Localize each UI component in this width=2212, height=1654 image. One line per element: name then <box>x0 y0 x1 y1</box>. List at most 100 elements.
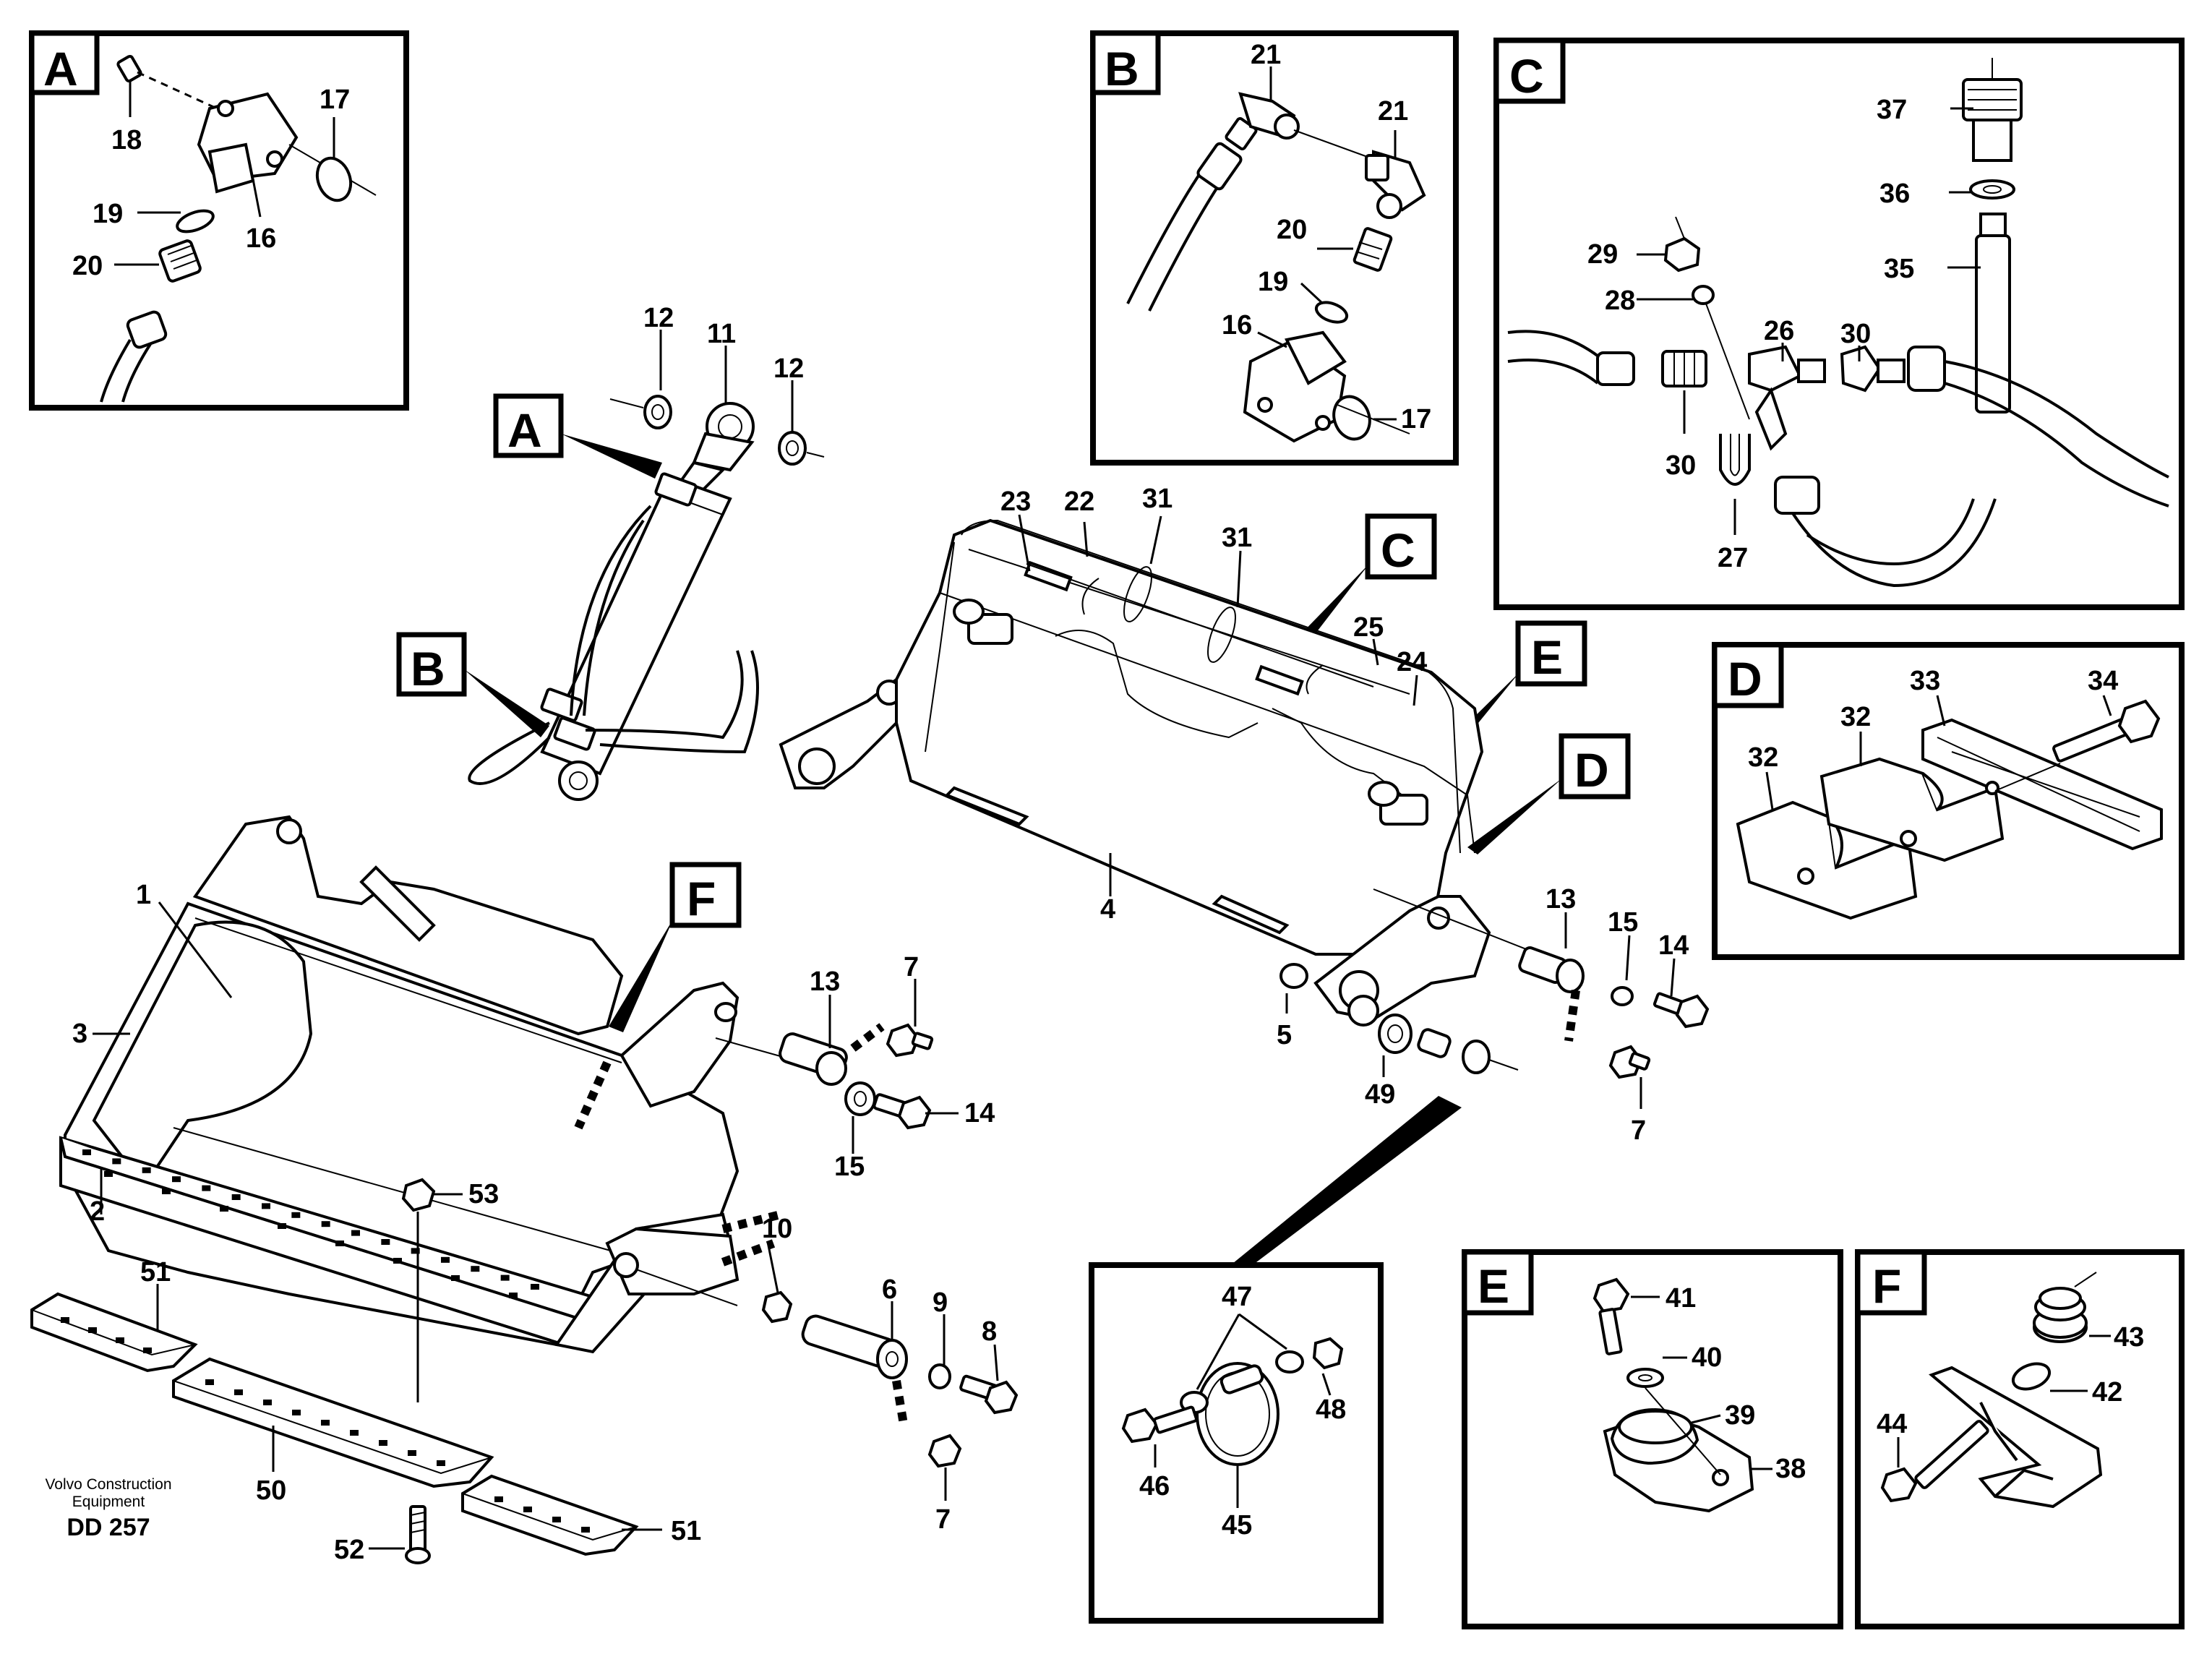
label-39: 39 <box>1725 1400 1755 1431</box>
hydraulic-cylinder: A B 12 <box>396 303 825 801</box>
label-33: 33 <box>1910 666 1940 696</box>
label-27: 27 <box>1718 543 1748 573</box>
bolt-hole <box>88 1327 97 1333</box>
label-8: 8 <box>982 1316 997 1347</box>
bolt-hole <box>278 1223 286 1229</box>
bolt-hole <box>104 1171 113 1177</box>
caption-code: DD 257 <box>67 1514 150 1541</box>
label-35: 35 <box>1884 254 1914 284</box>
bolt-hole <box>205 1379 214 1385</box>
inset-f-tag: F <box>1872 1259 1901 1313</box>
inset-d-tag: D <box>1728 652 1762 706</box>
bolt-hole <box>321 1221 330 1227</box>
callout-f: F <box>687 872 716 925</box>
label-30a: 30 <box>1840 319 1871 349</box>
label-7b: 7 <box>904 952 919 982</box>
label-32a: 32 <box>1748 742 1778 773</box>
inset-c: C <box>1493 38 2185 610</box>
bolt-hole <box>143 1347 152 1353</box>
inset-a-tag: A <box>43 42 78 95</box>
label-51b: 51 <box>671 1516 701 1546</box>
label-4: 4 <box>1100 894 1115 925</box>
bolt-hole <box>321 1420 330 1426</box>
caption-line2: Equipment <box>72 1494 145 1510</box>
label-23: 23 <box>1000 487 1031 517</box>
bucket-frame: C E D <box>779 484 1710 1146</box>
label-14b: 14 <box>964 1098 995 1128</box>
inset-a: A 18 17 19 16 20 <box>29 30 409 411</box>
publisher-caption: Volvo Construction Equipment DD 257 <box>45 1476 171 1541</box>
bolt-hole <box>292 1410 301 1415</box>
callout-a: A <box>507 403 542 457</box>
label-7a: 7 <box>1631 1115 1646 1146</box>
inset-c-tag: C <box>1509 49 1544 103</box>
callout-b: B <box>411 642 445 695</box>
callout-e: E <box>1531 630 1563 684</box>
inset-b: B 21 21 20 19 <box>1090 30 1459 466</box>
bolt-hole <box>172 1176 181 1183</box>
label-46: 46 <box>1139 1471 1170 1501</box>
label-3: 3 <box>72 1019 87 1049</box>
label-6: 6 <box>882 1274 897 1305</box>
bolt-hole <box>350 1430 359 1436</box>
callout-d: D <box>1574 743 1609 797</box>
label-28: 28 <box>1605 286 1635 316</box>
bolt-hole <box>61 1317 69 1323</box>
label-20: 20 <box>72 251 103 281</box>
label-16: 16 <box>246 223 276 254</box>
label-18: 18 <box>111 125 142 155</box>
callout-c: C <box>1381 523 1415 577</box>
label-32b: 32 <box>1840 702 1871 732</box>
bolt-hole <box>335 1240 344 1246</box>
label-24: 24 <box>1397 647 1427 677</box>
label-5: 5 <box>1277 1020 1292 1050</box>
label-40: 40 <box>1692 1342 1722 1373</box>
inset-pin-bolt: 47 48 46 45 <box>1089 1096 1462 1624</box>
bolt-hole <box>393 1258 402 1264</box>
label-25: 25 <box>1353 612 1384 643</box>
label-20b: 20 <box>1277 215 1307 245</box>
bolt-hole <box>552 1517 561 1522</box>
label-37: 37 <box>1877 95 1907 125</box>
label-22: 22 <box>1064 487 1094 517</box>
label-12b: 12 <box>773 353 804 384</box>
label-15b: 15 <box>834 1152 865 1182</box>
wear-parts: 51 50 52 51 <box>30 1257 701 1565</box>
bolt-hole <box>494 1496 503 1502</box>
bolt-hole <box>411 1248 420 1254</box>
label-12a: 12 <box>643 303 674 333</box>
bolt-hole <box>262 1203 270 1209</box>
bolt-hole <box>291 1212 301 1218</box>
inset-e: E 41 40 39 38 <box>1462 1249 1843 1629</box>
label-2: 2 <box>90 1196 105 1227</box>
bolt-hole <box>162 1188 171 1194</box>
bucket: F <box>59 815 1019 1535</box>
bolt-hole <box>116 1337 124 1343</box>
label-17: 17 <box>320 85 350 115</box>
label-9: 9 <box>933 1287 948 1318</box>
label-45: 45 <box>1222 1510 1252 1541</box>
label-19b: 19 <box>1258 267 1288 297</box>
inset-b-tag: B <box>1105 42 1139 95</box>
label-13b: 13 <box>810 967 840 997</box>
bolt-hole <box>263 1400 272 1405</box>
bolt-hole <box>531 1284 539 1290</box>
inset-e-tag: E <box>1478 1259 1509 1313</box>
label-30b: 30 <box>1666 450 1696 481</box>
inset-f: F 43 42 44 <box>1855 1249 2185 1629</box>
bolt-hole <box>408 1450 416 1456</box>
label-42: 42 <box>2092 1377 2122 1407</box>
caption-line1: Volvo Construction <box>45 1476 171 1493</box>
bolt-hole <box>381 1239 390 1245</box>
label-16b: 16 <box>1222 310 1252 340</box>
bolt-hole <box>220 1206 228 1212</box>
bolt-hole <box>441 1256 450 1263</box>
label-36: 36 <box>1879 179 1910 209</box>
bolt-hole <box>437 1460 445 1466</box>
label-17b: 17 <box>1401 404 1431 434</box>
label-41: 41 <box>1666 1283 1696 1314</box>
label-29: 29 <box>1587 239 1618 270</box>
label-50: 50 <box>256 1475 286 1506</box>
label-15a: 15 <box>1608 907 1638 938</box>
label-44: 44 <box>1877 1409 1907 1439</box>
